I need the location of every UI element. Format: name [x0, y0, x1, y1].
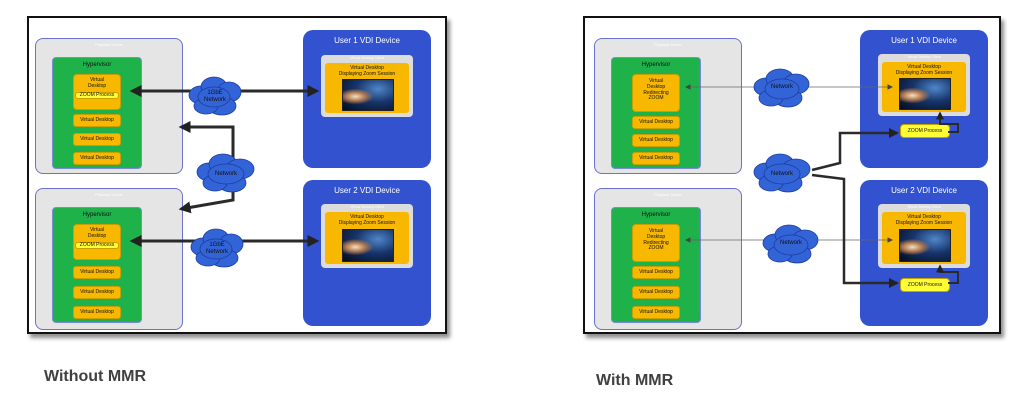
physical-server-1: Physical Server Hypervisor Virtual Deskt…: [35, 38, 183, 174]
zoom-session: Virtual Desktop Displaying Zoom Session: [325, 63, 409, 113]
zoom-process: ZOOM Process: [75, 241, 119, 250]
virtual-desktop-label: Virtual Desktop: [87, 227, 107, 239]
virtual-desktop: Virtual Desktop: [632, 266, 680, 279]
device-title: User 1 VDI Device: [891, 36, 957, 45]
virtual-desktop: Virtual Desktop: [73, 133, 121, 146]
cloud-icon: [762, 224, 819, 264]
virtual-desktop-client-window: Virtual Desktop Client Virtual Desktop D…: [878, 204, 970, 268]
zoom-session: Virtual Desktop Displaying Zoom Session: [882, 62, 966, 112]
network-cloud-label: Network: [214, 171, 237, 177]
virtual-desktop: Virtual Desktop: [73, 114, 121, 127]
zoom-video-image: [342, 229, 394, 262]
virtual-desktop-with-zoom: Virtual Desktop ZOOM Process: [73, 74, 121, 110]
virtual-desktop-client-window: Virtual Desktop Client Virtual Desktop D…: [878, 54, 970, 116]
arrow-network-to-zoom-process-2: [811, 173, 899, 288]
cloud-icon: [190, 228, 244, 268]
vdi-device-user-1: User 1 VDI Device Virtual Desktop Client…: [303, 30, 431, 168]
arrow-network-to-zoom-process-1: [811, 128, 899, 172]
hypervisor-label: Hypervisor: [82, 212, 112, 218]
virtual-desktop: Virtual Desktop: [632, 306, 680, 319]
zoom-video-image: [342, 79, 394, 111]
vdi-device-user-1: User 1 VDI Device Virtual Desktop Client…: [860, 30, 988, 168]
server-title: Physical Server: [654, 42, 682, 47]
virtual-desktop-redirecting-zoom: Virtual Desktop Redirecting ZOOM: [632, 224, 680, 262]
virtual-desktop-client-window: Virtual Desktop Client Virtual Desktop D…: [321, 204, 413, 268]
physical-server-1: Physical Server Hypervisor Virtual Deskt…: [594, 38, 742, 174]
virtual-desktop: Virtual Desktop: [73, 152, 121, 165]
hypervisor-label: Hypervisor: [82, 62, 112, 68]
cloud-icon: [753, 68, 810, 108]
virtual-desktop-label: Virtual Desktop: [87, 77, 107, 89]
window-title: Virtual Desktop Client: [907, 55, 941, 59]
device-title: User 1 VDI Device: [334, 36, 400, 45]
network-cloud-label: Network: [779, 240, 802, 246]
physical-server-2: Physical Server Hypervisor Virtual Deskt…: [594, 188, 742, 330]
device-title: User 2 VDI Device: [891, 186, 957, 195]
server-title: Physical Server: [654, 192, 682, 197]
device-title: User 2 VDI Device: [334, 186, 400, 195]
virtual-desktop-label: Virtual Desktop Redirecting ZOOM: [643, 228, 669, 252]
zoom-session: Virtual Desktop Displaying Zoom Session: [882, 212, 966, 264]
cloud-icon: [196, 153, 255, 193]
hypervisor: Hypervisor Virtual Desktop ZOOM Process …: [52, 207, 142, 323]
virtual-desktop: Virtual Desktop: [632, 134, 680, 147]
virtual-desktop: Virtual Desktop: [73, 306, 121, 319]
zoom-video-image: [899, 229, 951, 262]
server-title: Physical Server: [95, 42, 123, 47]
hypervisor: Hypervisor Virtual Desktop Redirecting Z…: [611, 57, 701, 169]
zoom-session: Virtual Desktop Displaying Zoom Session: [325, 212, 409, 264]
session-label: Virtual Desktop Displaying Zoom Session: [895, 214, 953, 226]
virtual-desktop: Virtual Desktop: [632, 286, 680, 299]
zoom-video-image: [899, 78, 951, 110]
virtual-desktop: Virtual Desktop: [73, 266, 121, 279]
zoom-process: ZOOM Process: [75, 91, 119, 100]
diagram-with-mmr: Physical Server Hypervisor Virtual Deskt…: [583, 16, 1001, 334]
caption-without-mmr: Without MMR: [44, 368, 147, 385]
caption-with-mmr: With MMR: [596, 372, 674, 389]
virtual-desktop: Virtual Desktop: [73, 286, 121, 299]
cloud-icon: [753, 153, 811, 193]
session-label: Virtual Desktop Displaying Zoom Session: [895, 64, 953, 76]
window-title: Virtual Desktop Client: [350, 56, 384, 60]
network-cloud-label: Network: [770, 84, 793, 90]
arrow-zoom-process-to-session-2: [936, 264, 959, 284]
hypervisor-label: Hypervisor: [641, 212, 671, 218]
vdi-device-user-2: User 2 VDI Device Virtual Desktop Client…: [860, 180, 988, 326]
diagram-without-mmr: Physical Server Hypervisor Virtual Deskt…: [27, 16, 447, 334]
session-label: Virtual Desktop Displaying Zoom Session: [338, 65, 396, 77]
window-title: Virtual Desktop Client: [350, 205, 384, 209]
virtual-desktop: Virtual Desktop: [632, 152, 680, 165]
virtual-desktop: Virtual Desktop: [632, 116, 680, 129]
server-title: Physical Server: [95, 192, 123, 197]
virtual-desktop-with-zoom: Virtual Desktop ZOOM Process: [73, 224, 121, 260]
window-title: Virtual Desktop Client: [907, 205, 941, 209]
zoom-process: ZOOM Process: [900, 278, 950, 292]
cloud-icon: [188, 76, 242, 116]
network-cloud-label: Network: [770, 171, 793, 177]
physical-server-2: Physical Server Hypervisor Virtual Deskt…: [35, 188, 183, 330]
session-label: Virtual Desktop Displaying Zoom Session: [338, 214, 396, 226]
virtual-desktop-client-window: Virtual Desktop Client Virtual Desktop D…: [321, 55, 413, 117]
arrow-zoom-process-to-session-1: [936, 111, 959, 133]
hypervisor: Hypervisor Virtual Desktop Redirecting Z…: [611, 207, 701, 323]
virtual-desktop-label: Virtual Desktop Redirecting ZOOM: [643, 78, 669, 102]
vdi-device-user-2: User 2 VDI Device Virtual Desktop Client…: [303, 180, 431, 326]
hypervisor: Hypervisor Virtual Desktop ZOOM Process …: [52, 57, 142, 169]
network-cloud-label: 1GbE Network: [205, 242, 228, 255]
network-cloud-label: 1GbE Network: [203, 90, 226, 103]
virtual-desktop-redirecting-zoom: Virtual Desktop Redirecting ZOOM: [632, 74, 680, 112]
hypervisor-label: Hypervisor: [641, 62, 671, 68]
